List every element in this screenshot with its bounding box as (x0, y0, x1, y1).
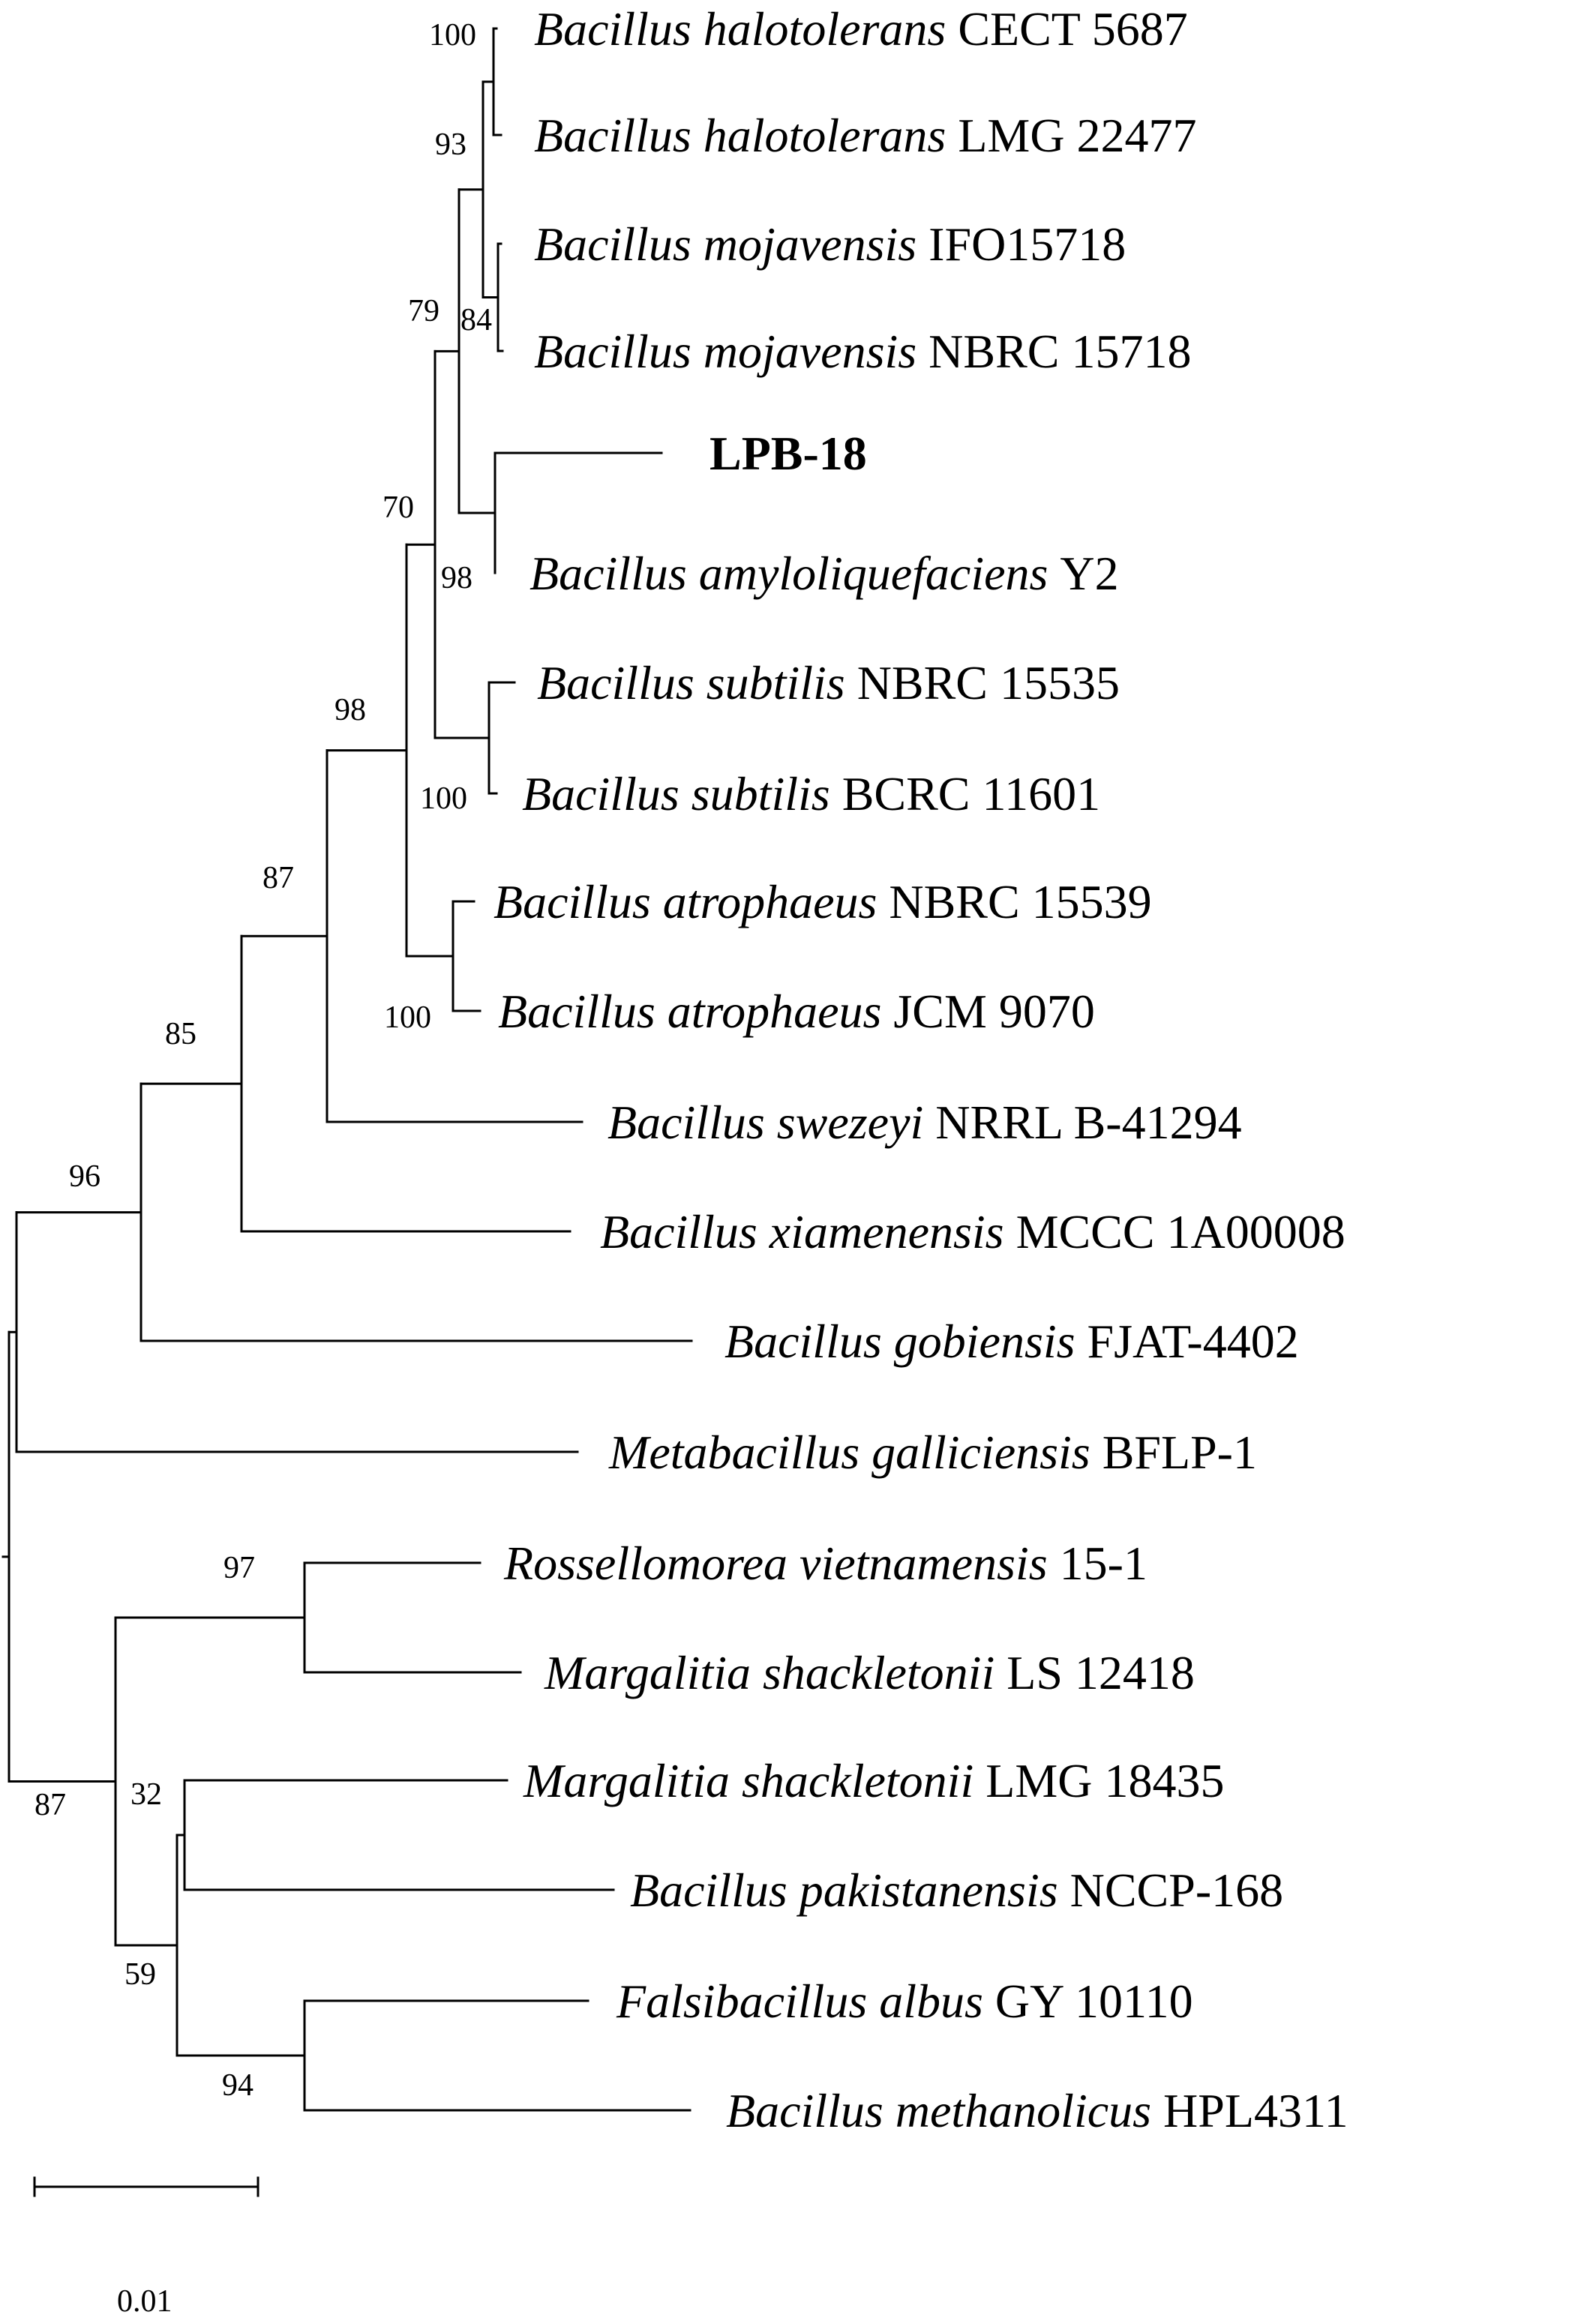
bootstrap-value: 70 (382, 490, 414, 525)
taxon-label: LPB-18 (710, 427, 867, 480)
taxon-label: Bacillus mojavensis NBRC 15718 (534, 325, 1191, 378)
taxon-strain-name: FJAT-4402 (1088, 1315, 1299, 1368)
tree-branches (2, 27, 693, 2112)
taxon-species-name: Bacillus mojavensis (534, 325, 928, 378)
bootstrap-value: 100 (429, 18, 476, 52)
taxon-species-name: Bacillus swezeyi (608, 1096, 935, 1149)
taxon-label: Bacillus amyloliquefaciens Y2 (530, 547, 1119, 600)
taxon-label: Bacillus atrophaeus JCM 9070 (498, 985, 1095, 1038)
taxon-species-name: Bacillus methanolicus (726, 2084, 1163, 2137)
taxon-strain-name: JCM 9070 (893, 985, 1095, 1038)
bootstrap-values: 100 93 84 79 98 70 100 98 100 87 85 96 97 32 59 94 87 (34, 18, 492, 2103)
bootstrap-value: 79 (408, 294, 440, 328)
taxon-label: Falsibacillus albus GY 10110 (616, 1975, 1193, 2028)
taxon-labels: Bacillus halotolerans CECT 5687Bacillus … (494, 2, 1348, 2137)
taxon-species-name: Metabacillus galliciensis (608, 1426, 1102, 1479)
taxon-species-name: Bacillus xiamenensis (600, 1205, 1016, 1258)
taxon-strain-name: NBRC 15718 (928, 325, 1191, 378)
taxon-strain-name: CECT 5687 (958, 2, 1187, 55)
taxon-label: Bacillus methanolicus HPL4311 (726, 2084, 1348, 2137)
taxon-species-name: Rossellomorea vietnamensis (503, 1537, 1060, 1590)
taxon-species-name: Bacillus amyloliquefaciens (530, 547, 1060, 600)
taxon-strain-name: LPB-18 (710, 427, 867, 480)
taxon-label: Bacillus subtilis BCRC 11601 (522, 767, 1100, 820)
bootstrap-value: 100 (384, 1000, 431, 1035)
taxon-species-name: Margalitia shackletonii (544, 1646, 1006, 1699)
taxon-label: Bacillus subtilis NBRC 15535 (537, 656, 1120, 709)
bootstrap-value: 85 (165, 1017, 196, 1051)
bootstrap-value: 100 (420, 781, 467, 816)
taxon-strain-name: BCRC 11601 (842, 767, 1100, 820)
taxon-strain-name: LS 12418 (1006, 1646, 1195, 1699)
taxon-label: Bacillus xiamenensis MCCC 1A00008 (600, 1205, 1346, 1258)
taxon-label: Metabacillus galliciensis BFLP-1 (608, 1426, 1257, 1479)
taxon-label: Bacillus atrophaeus NBRC 15539 (494, 875, 1152, 928)
taxon-strain-name: NCCP-168 (1070, 1864, 1284, 1917)
taxon-strain-name: GY 10110 (995, 1975, 1193, 2028)
taxon-strain-name: MCCC 1A00008 (1016, 1205, 1346, 1258)
taxon-species-name: Bacillus mojavensis (534, 217, 928, 271)
taxon-strain-name: NBRC 15539 (889, 875, 1151, 928)
taxon-species-name: Bacillus gobiensis (724, 1315, 1088, 1368)
bootstrap-value: 97 (224, 1551, 255, 1585)
taxon-strain-name: 15-1 (1060, 1537, 1148, 1590)
taxon-strain-name: HPL4311 (1163, 2084, 1348, 2137)
taxon-label: Bacillus gobiensis FJAT-4402 (724, 1315, 1299, 1368)
bootstrap-value: 98 (441, 561, 472, 595)
bootstrap-value: 96 (69, 1159, 100, 1194)
taxon-strain-name: LMG 18435 (986, 1754, 1224, 1807)
taxon-species-name: Bacillus subtilis (537, 656, 857, 709)
taxon-species-name: Falsibacillus albus (616, 1975, 995, 2028)
taxon-strain-name: NBRC 15535 (857, 656, 1120, 709)
taxon-strain-name: LMG 22477 (958, 109, 1196, 162)
taxon-species-name: Bacillus atrophaeus (494, 875, 889, 928)
taxon-strain-name: BFLP-1 (1102, 1426, 1257, 1479)
taxon-strain-name: NRRL B-41294 (935, 1096, 1241, 1149)
bootstrap-value: 98 (334, 693, 366, 727)
taxon-species-name: Bacillus subtilis (522, 767, 842, 820)
taxon-species-name: Bacillus halotolerans (534, 109, 958, 162)
scale-bar-label: 0.01 (117, 2284, 172, 2319)
taxon-strain-name: Y2 (1060, 547, 1118, 600)
taxon-label: Bacillus swezeyi NRRL B-41294 (608, 1096, 1242, 1149)
scale-bar: 0.01 (33, 2176, 260, 2319)
bootstrap-value: 84 (460, 303, 492, 337)
bootstrap-value: 87 (262, 861, 294, 895)
taxon-label: Bacillus halotolerans CECT 5687 (534, 2, 1188, 55)
taxon-species-name: Bacillus halotolerans (534, 2, 958, 55)
taxon-strain-name: IFO15718 (928, 217, 1126, 271)
bootstrap-value: 87 (34, 1788, 66, 1822)
taxon-species-name: Bacillus pakistanensis (630, 1864, 1070, 1917)
taxon-label: Bacillus halotolerans LMG 22477 (534, 109, 1197, 162)
taxon-label: Margalitia shackletonii LS 12418 (544, 1646, 1195, 1699)
bootstrap-value: 32 (130, 1777, 162, 1812)
bootstrap-value: 59 (124, 1957, 156, 1992)
bootstrap-value: 94 (222, 2068, 254, 2103)
taxon-species-name: Bacillus atrophaeus (498, 985, 893, 1038)
taxon-label: Margalitia shackletonii LMG 18435 (523, 1754, 1224, 1807)
taxon-label: Bacillus pakistanensis NCCP-168 (630, 1864, 1283, 1917)
taxon-species-name: Margalitia shackletonii (523, 1754, 986, 1807)
taxon-label: Bacillus mojavensis IFO15718 (534, 217, 1126, 271)
taxon-label: Rossellomorea vietnamensis 15-1 (503, 1537, 1148, 1590)
bootstrap-value: 93 (435, 127, 466, 162)
